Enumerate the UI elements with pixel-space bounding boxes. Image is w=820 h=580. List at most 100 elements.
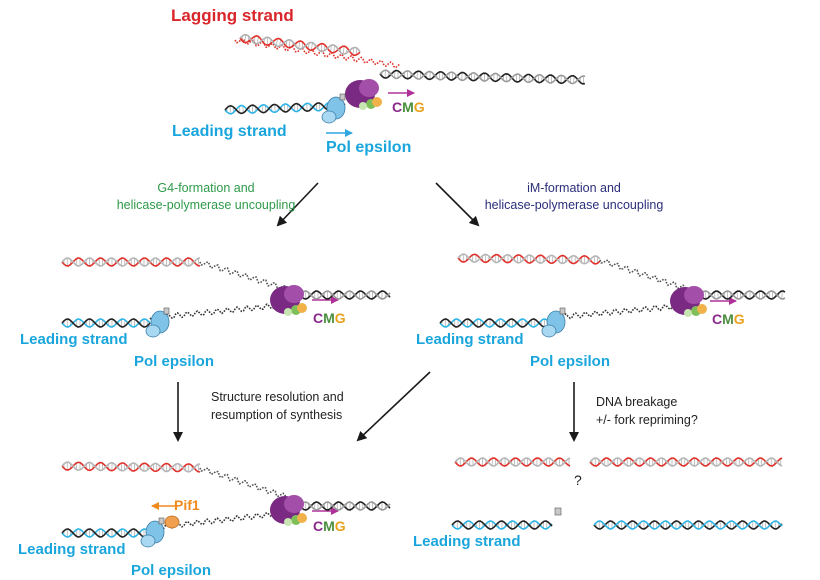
top-lagging-duplex-rungs (241, 34, 360, 56)
br-broken-duplex-strand-a (593, 520, 783, 530)
br-lagging-duplex-right-strand-b (589, 457, 783, 467)
br-broken-duplex-strand-b (593, 520, 783, 530)
mr-lagging-single (599, 259, 691, 293)
arrow-top-to-mid-right (435, 182, 480, 227)
mr-parental (699, 290, 786, 300)
dna-strands (61, 34, 786, 538)
im-formation-label: iM-formation and helicase-polymerase unc… (484, 181, 664, 212)
dna-breakage-label: DNA breakage +/- fork repriming? (596, 395, 698, 427)
bl-lagging-single (199, 467, 291, 501)
cmg-mid-left-cdc45 (297, 303, 307, 313)
cmg-top-subunit (359, 102, 367, 110)
pol-bottom-left-g4 (158, 517, 165, 525)
br-g4-structure (554, 507, 562, 516)
bl-lagging-duplex-strand-a (61, 461, 201, 473)
br-lagging-duplex-left (454, 457, 571, 467)
cmg-label-mid-left: CMG (313, 310, 346, 326)
bl-leading-duplex (61, 528, 151, 538)
bl-lagging-duplex-strand-b (61, 461, 201, 473)
top-leading-duplex-strand-a (224, 101, 346, 115)
ml-parental-strand-a (299, 290, 391, 300)
cmg-label-mid-right: CMG (712, 311, 745, 327)
arrow-top-to-mid-left (276, 182, 319, 227)
ml-leading-duplex-strand-b (61, 318, 151, 328)
mr-leading-duplex (439, 318, 549, 328)
bl-parental-strand-a (299, 501, 391, 511)
bl-lagging-duplex-rungs (63, 462, 199, 472)
protein-complexes (140, 79, 707, 548)
top-lagging-duplex (239, 34, 361, 56)
top-parental-duplex-strand-b (379, 69, 586, 85)
pol-epsilon-label-mid-right: Pol epsilon (530, 353, 611, 370)
cmg-mid-left-mcm-lobe (284, 285, 304, 303)
pol-bottom-left-lobe (140, 534, 156, 548)
pol-mid-left-g4 (163, 307, 170, 315)
cmg-top (345, 79, 382, 110)
ml-parental (299, 290, 391, 300)
pif1-helicase (164, 515, 180, 529)
mr-leading-duplex-strand-b (439, 318, 549, 328)
cmg-label-top: CMG (392, 99, 425, 115)
pol-bottom-left (140, 517, 165, 548)
cmg-top-cdc45 (372, 97, 382, 107)
arrow-mid-right-to-bottom-left (356, 371, 431, 442)
top-parental-duplex (379, 69, 586, 85)
g4-formation-label: G4-formation and helicase-polymerase unc… (116, 181, 296, 212)
top-parental-duplex-rungs (381, 70, 584, 85)
ml-lagging-single (199, 261, 290, 293)
pol-mid-right (541, 307, 566, 338)
bl-lagging-duplex (61, 461, 201, 473)
leading-strand-label-mid-left: Leading strand (20, 331, 128, 348)
cmg-bottom-left-mcm-lobe (284, 495, 304, 513)
top-parental-duplex-strand-a (379, 69, 586, 85)
structure-resolution-label: Structure resolution and resumption of s… (211, 390, 344, 422)
br-leading-duplex-strand-b (451, 520, 553, 530)
br-lagging-duplex-left-strand-a (454, 457, 571, 467)
mr-leading-duplex-strand-a (439, 318, 549, 328)
cmg-bottom-left (270, 495, 307, 526)
pol-epsilon-label-bottom-left: Pol epsilon (131, 562, 212, 579)
leading-strand-label-top: Leading strand (172, 123, 287, 140)
cmg-bottom-left-subunit (284, 518, 292, 526)
ml-leading-duplex (61, 318, 151, 328)
pif1-label: Pif1 (174, 497, 200, 513)
ml-leading-single (149, 302, 286, 322)
leading-strand-label-mid-right: Leading strand (416, 331, 524, 348)
br-lagging-duplex-right-strand-a (589, 457, 783, 467)
br-broken-duplex (593, 520, 783, 530)
cmg-mid-right (670, 286, 707, 317)
ml-lagging-duplex (61, 257, 201, 267)
br-lagging-duplex-left-strand-b (454, 457, 571, 467)
br-leading-duplex (451, 520, 553, 530)
cmg-mid-right-cdc45 (697, 304, 707, 314)
cmg-bottom-left-cdc45 (297, 513, 307, 523)
br-lagging-duplex-right (589, 457, 783, 467)
top-lagging-duplex-strand-a (239, 35, 361, 56)
lagging-strand-label-top: Lagging strand (171, 6, 294, 25)
bl-leading-single (149, 510, 286, 532)
mr-parental-strand-a (699, 290, 786, 300)
ml-lagging-duplex-strand-b (61, 257, 201, 267)
cmg-mid-right-subunit (684, 309, 692, 317)
mr-lagging-duplex (457, 253, 601, 265)
top-lagging-duplex-strand-b (239, 34, 361, 55)
pol-top (321, 93, 346, 124)
cmg-mid-right-mcm-lobe (684, 286, 704, 304)
pol-mid-left (145, 307, 170, 338)
pol-top-g4 (339, 93, 346, 101)
ml-lagging-duplex-rungs (63, 258, 199, 266)
cmg-mid-left-subunit (284, 308, 292, 316)
cmg-top-mcm-lobe (359, 79, 379, 97)
cmg-label-bottom-left: CMG (313, 518, 346, 534)
br-leading-duplex-strand-a (451, 520, 553, 530)
pol-mid-left-lobe (145, 324, 161, 338)
bl-leading-duplex-strand-b (61, 528, 151, 538)
pol-mid-right-lobe (541, 324, 557, 338)
pol-top-lobe (321, 110, 337, 124)
ml-parental-strand-b (299, 290, 391, 300)
br-leading-duplex-rungs (453, 521, 551, 529)
cmg-mid-left (270, 285, 307, 316)
mr-leading-single (547, 303, 681, 322)
mr-lagging-duplex-strand-a (457, 253, 601, 265)
